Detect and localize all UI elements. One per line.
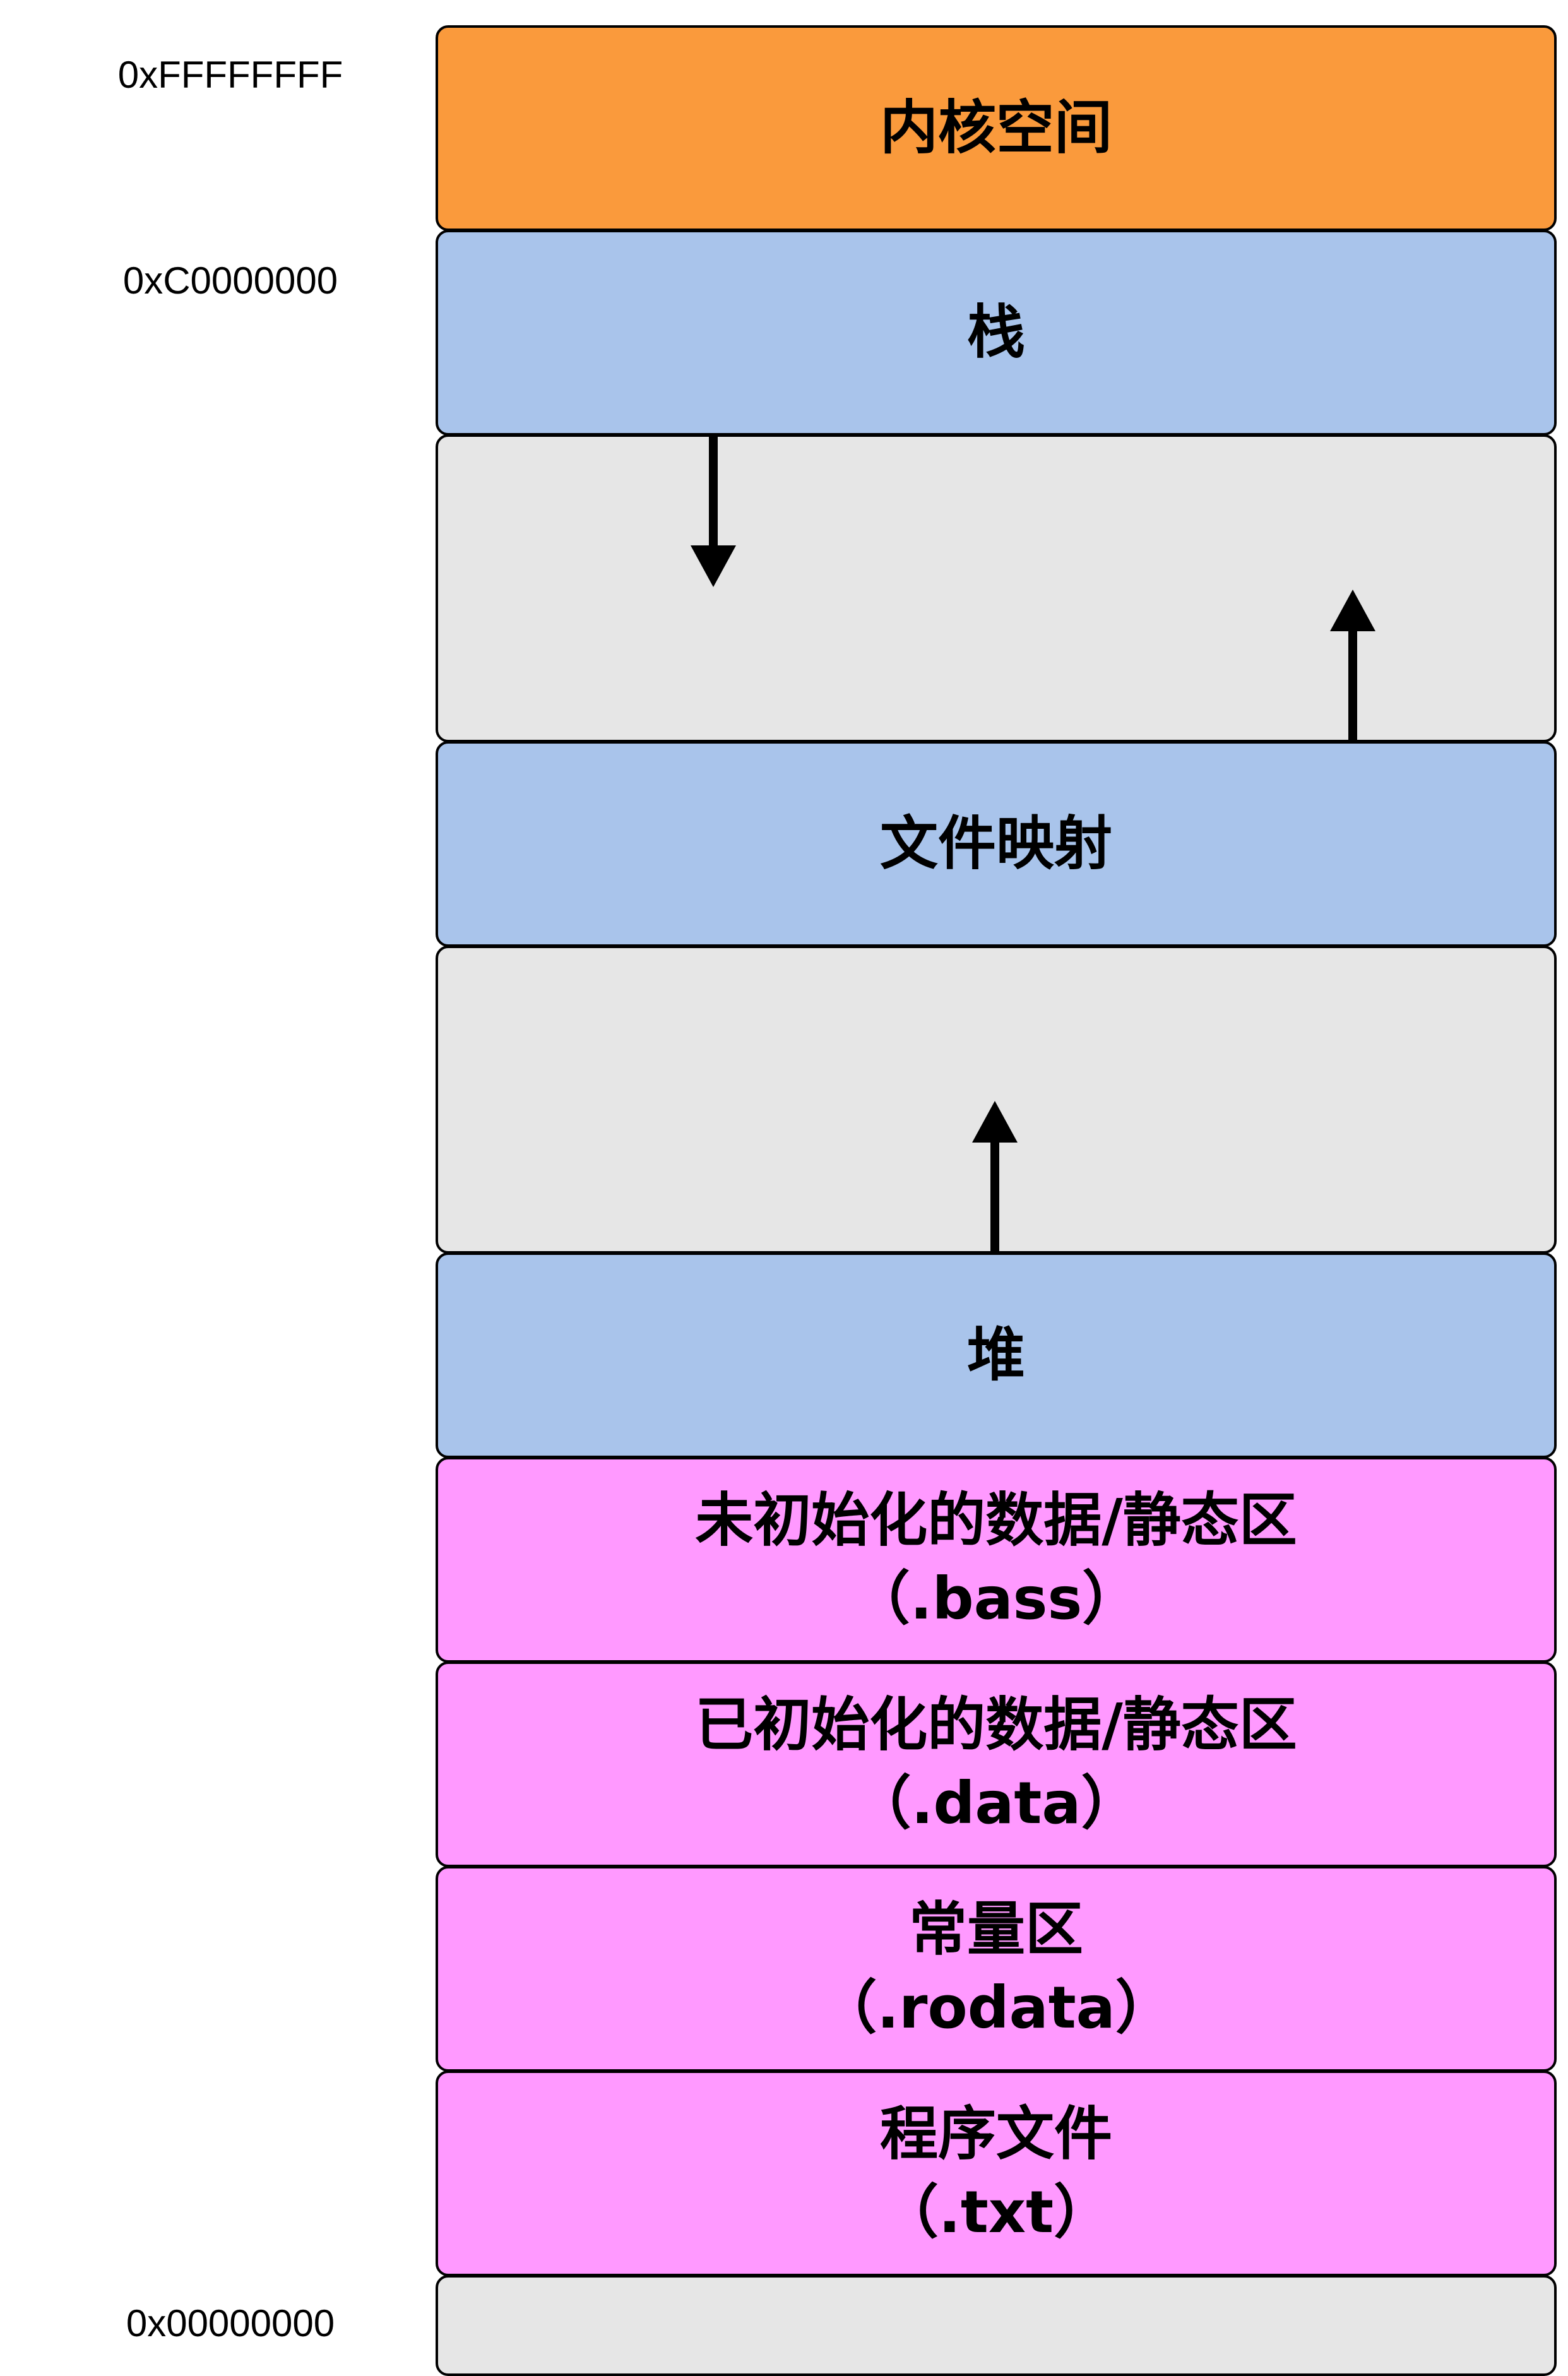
kernel-space-label: 内核空间: [879, 94, 1112, 162]
stack-label: 栈: [966, 299, 1025, 366]
free-space-lower-block: [436, 946, 1557, 1254]
bss-segment-name: （.bass）: [852, 1565, 1141, 1632]
rodata-segment-block: 常量区 （.rodata）: [436, 1866, 1557, 2072]
rodata-segment-name: （.rodata）: [819, 1974, 1173, 2041]
data-segment-title: 已初始化的数据/静态区: [695, 1691, 1297, 1759]
file-mapping-label: 文件映射: [879, 810, 1112, 877]
data-segment-block: 已初始化的数据/静态区 （.data）: [436, 1661, 1557, 1867]
data-segment-name: （.data）: [853, 1769, 1139, 1837]
bss-segment-block: 未初始化的数据/静态区 （.bass）: [436, 1457, 1557, 1663]
kernel-space-block: 内核空间: [436, 25, 1557, 231]
heap-label: 堆: [966, 1321, 1025, 1389]
address-kernel-boundary-label: 0xC0000000: [122, 259, 338, 302]
bss-segment-title: 未初始化的数据/静态区: [695, 1487, 1297, 1554]
text-segment-title: 程序文件: [879, 2100, 1112, 2168]
rodata-segment-title: 常量区: [908, 1896, 1083, 1963]
stack-block: 栈: [436, 230, 1557, 436]
text-segment-name: （.txt）: [880, 2178, 1112, 2246]
address-bottom-label: 0x00000000: [126, 2302, 335, 2344]
file-mapping-block: 文件映射: [436, 741, 1557, 947]
address-top-label: 0xFFFFFFFF: [117, 54, 343, 96]
heap-block: 堆: [436, 1252, 1557, 1458]
reserved-bottom-block: [436, 2275, 1557, 2376]
text-segment-block: 程序文件 （.txt）: [436, 2070, 1557, 2276]
free-space-upper-block: [436, 434, 1557, 742]
